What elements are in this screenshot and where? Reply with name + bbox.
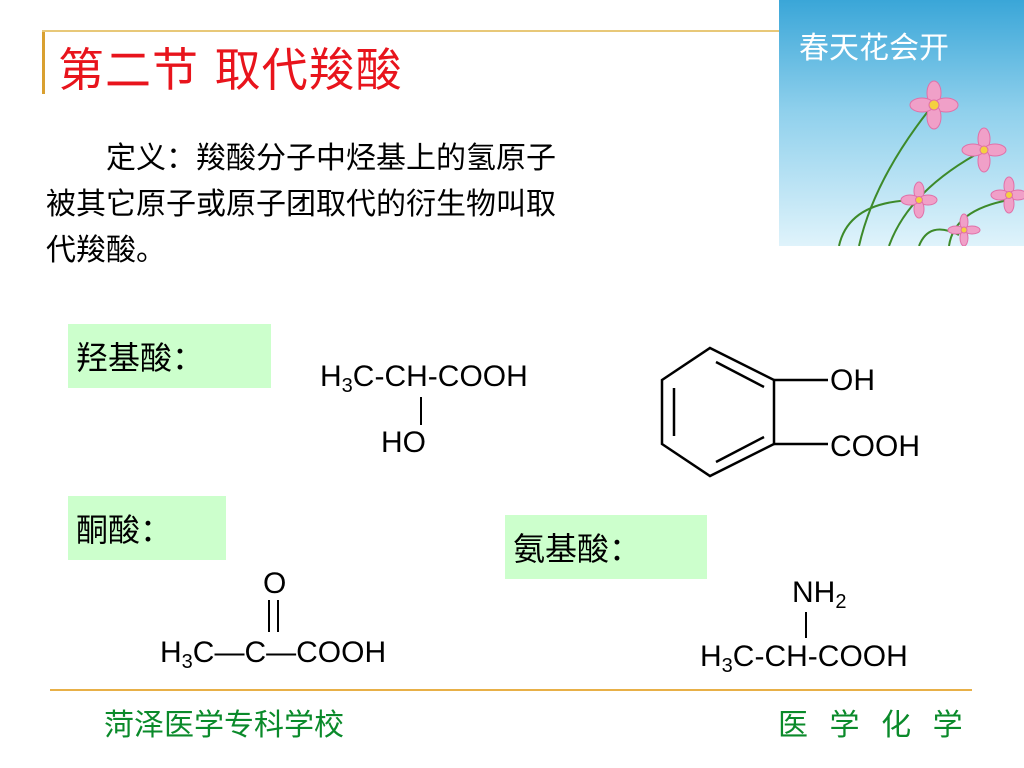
footer-school: 菏泽医学专科学校 — [104, 708, 344, 743]
benzene-double-bond — [715, 435, 765, 464]
alanine-bond — [805, 612, 807, 638]
h3c-group: H3C — [320, 360, 375, 397]
alanine-main-chain: H3C-CH-COOH — [700, 640, 908, 677]
lactic-acid-main-chain: H3C-CH-COOH — [320, 360, 528, 397]
benzene-ring-structure — [660, 346, 828, 478]
carbonyl-double-bond-right — [277, 600, 279, 632]
image-caption: 春天花会开 — [799, 31, 949, 66]
lactic-acid-hydroxyl: HO — [381, 426, 426, 459]
footer-rule — [50, 689, 972, 691]
lactic-acid-bond — [420, 397, 422, 425]
label-keto-acid: 酮酸： — [68, 496, 226, 560]
definition-line: 代羧酸。 — [46, 233, 166, 268]
pyruvic-carbonyl-o: O — [263, 567, 287, 600]
alanine-amino-group: NH2 — [792, 576, 847, 613]
carbonyl-double-bond-left — [268, 600, 270, 632]
definition-line: 定义：羧酸分子中烃基上的氢原子 — [46, 141, 556, 176]
flower-picture: 春天花会开 — [779, 0, 1024, 246]
benzene-ring — [660, 346, 776, 478]
footer-subject: 医 学 化 学 — [778, 708, 969, 743]
label-amino-acid: 氨基酸： — [505, 515, 707, 579]
label-hydroxy-acid: 羟基酸： — [68, 324, 271, 388]
definition-line: 被其它原子或原子团取代的衍生物叫取 — [46, 187, 556, 222]
title-accent-bar — [42, 30, 45, 94]
benzene-double-bond — [715, 360, 765, 389]
top-rule — [42, 30, 782, 32]
page-title: 第二节 取代羧酸 — [58, 43, 403, 97]
definition-text: 定义：羧酸分子中烃基上的氢原子 被其它原子或原子团取代的衍生物叫取 代羧酸。 — [46, 136, 746, 274]
salicylic-cooh: COOH — [830, 430, 920, 463]
pyruvic-acid-main-chain: H3C—C—COOH — [160, 636, 387, 673]
salicylic-oh: OH — [830, 364, 875, 397]
